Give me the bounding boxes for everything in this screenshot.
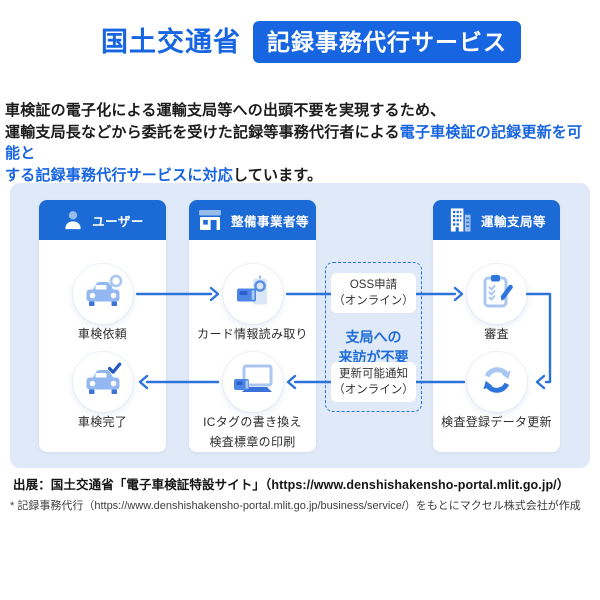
card-reader-icon <box>233 274 273 315</box>
car-check-icon <box>81 361 125 404</box>
step-circle-card-read <box>222 264 283 324</box>
no-visit-note: 支局への 来訪が不要 <box>326 327 421 367</box>
refresh-icon <box>477 360 517 405</box>
step-label: カード情報読み取り <box>189 324 316 344</box>
column-title: 運輸支局等 <box>480 214 546 229</box>
step-label: 審査 <box>433 324 560 344</box>
note-line2: （オンライン） <box>333 384 414 396</box>
online-note-box: OSS申請 （オンライン） 支局への 来訪が不要 更新可能通知 （オンライン） <box>325 262 422 412</box>
ministry-title: 国土交通省 <box>101 27 241 57</box>
column-maintenance: 整備事業者等 カード情報読み取り <box>189 200 316 452</box>
step-label: 検査登録データ更新 <box>433 412 560 432</box>
car-search-icon <box>81 273 125 316</box>
intro-line2-highlight: 電子車検証の記録更新を可能と <box>5 123 583 163</box>
pc-card-icon <box>231 363 275 402</box>
column-maintenance-header: 整備事業者等 <box>189 200 316 240</box>
intro-line1: 車検証の電子化による運輸支局等への出頭不要を実現するため、 <box>5 102 446 119</box>
column-bureau: 運輸支局等 審査 <box>433 200 560 452</box>
step-label-line2: 検査標章の印刷 <box>209 435 296 449</box>
source-footnote: * 記録事務代行（https://www.denshishakensho-por… <box>10 500 581 512</box>
note-line1: 更新可能通知 <box>339 367 408 380</box>
building-icon <box>447 207 474 233</box>
intro-line3-black: しています。 <box>233 166 323 184</box>
source-citation: 出展：国土交通省「電子車検証特設サイト」（https://www.denshis… <box>13 478 570 492</box>
column-user: ユーザー 車検依頼 <box>39 200 166 452</box>
step-circle-complete <box>72 352 133 412</box>
note-line1: OSS申請 <box>349 278 398 291</box>
column-bureau-header: 運輸支局等 <box>433 200 560 240</box>
store-icon <box>196 208 224 232</box>
note-line2: （オンライン） <box>333 295 414 307</box>
column-title: 整備事業者等 <box>230 214 309 229</box>
step-label-line1: 車検依頼 <box>77 327 128 341</box>
step-label: 車検完了 <box>39 412 166 432</box>
step-label: ICタグの書き換え検査標章の印刷 <box>189 412 316 452</box>
step-label-line1: 審査 <box>484 327 509 341</box>
step-label-line1: カード情報読み取り <box>197 327 308 341</box>
step-label-line1: ICタグの書き換え <box>203 415 302 429</box>
intro-line3-highlight: する記録事務代行サービスに対応 <box>5 166 234 184</box>
oss-application-note: OSS申請 （オンライン） <box>331 273 416 313</box>
column-title: ユーザー <box>92 214 144 229</box>
step-circle-request <box>72 264 133 324</box>
update-notice-note: 更新可能通知 （オンライン） <box>331 362 416 402</box>
step-circle-review <box>466 264 527 324</box>
step-circle-data-update <box>466 352 527 412</box>
step-label-line1: 検査登録データ更新 <box>441 415 552 429</box>
no-visit-line1: 支局への <box>345 329 402 345</box>
clipboard-pencil-icon <box>477 273 517 316</box>
step-label: 車検依頼 <box>39 324 166 344</box>
service-badge: 記録事務代行サービス <box>253 21 521 63</box>
column-user-header: ユーザー <box>39 200 166 240</box>
step-circle-ic-rewrite <box>222 352 283 412</box>
intro-paragraph: 車検証の電子化による運輸支局等への出頭不要を実現するため、運輸支局長などから委託… <box>5 100 597 186</box>
no-visit-line2: 来訪が不要 <box>338 349 409 365</box>
intro-line2-black: 運輸支局長などから委託を受けた記録等事務代行者による <box>5 123 400 141</box>
person-icon <box>61 208 85 232</box>
step-label-line1: 車検完了 <box>77 415 128 429</box>
